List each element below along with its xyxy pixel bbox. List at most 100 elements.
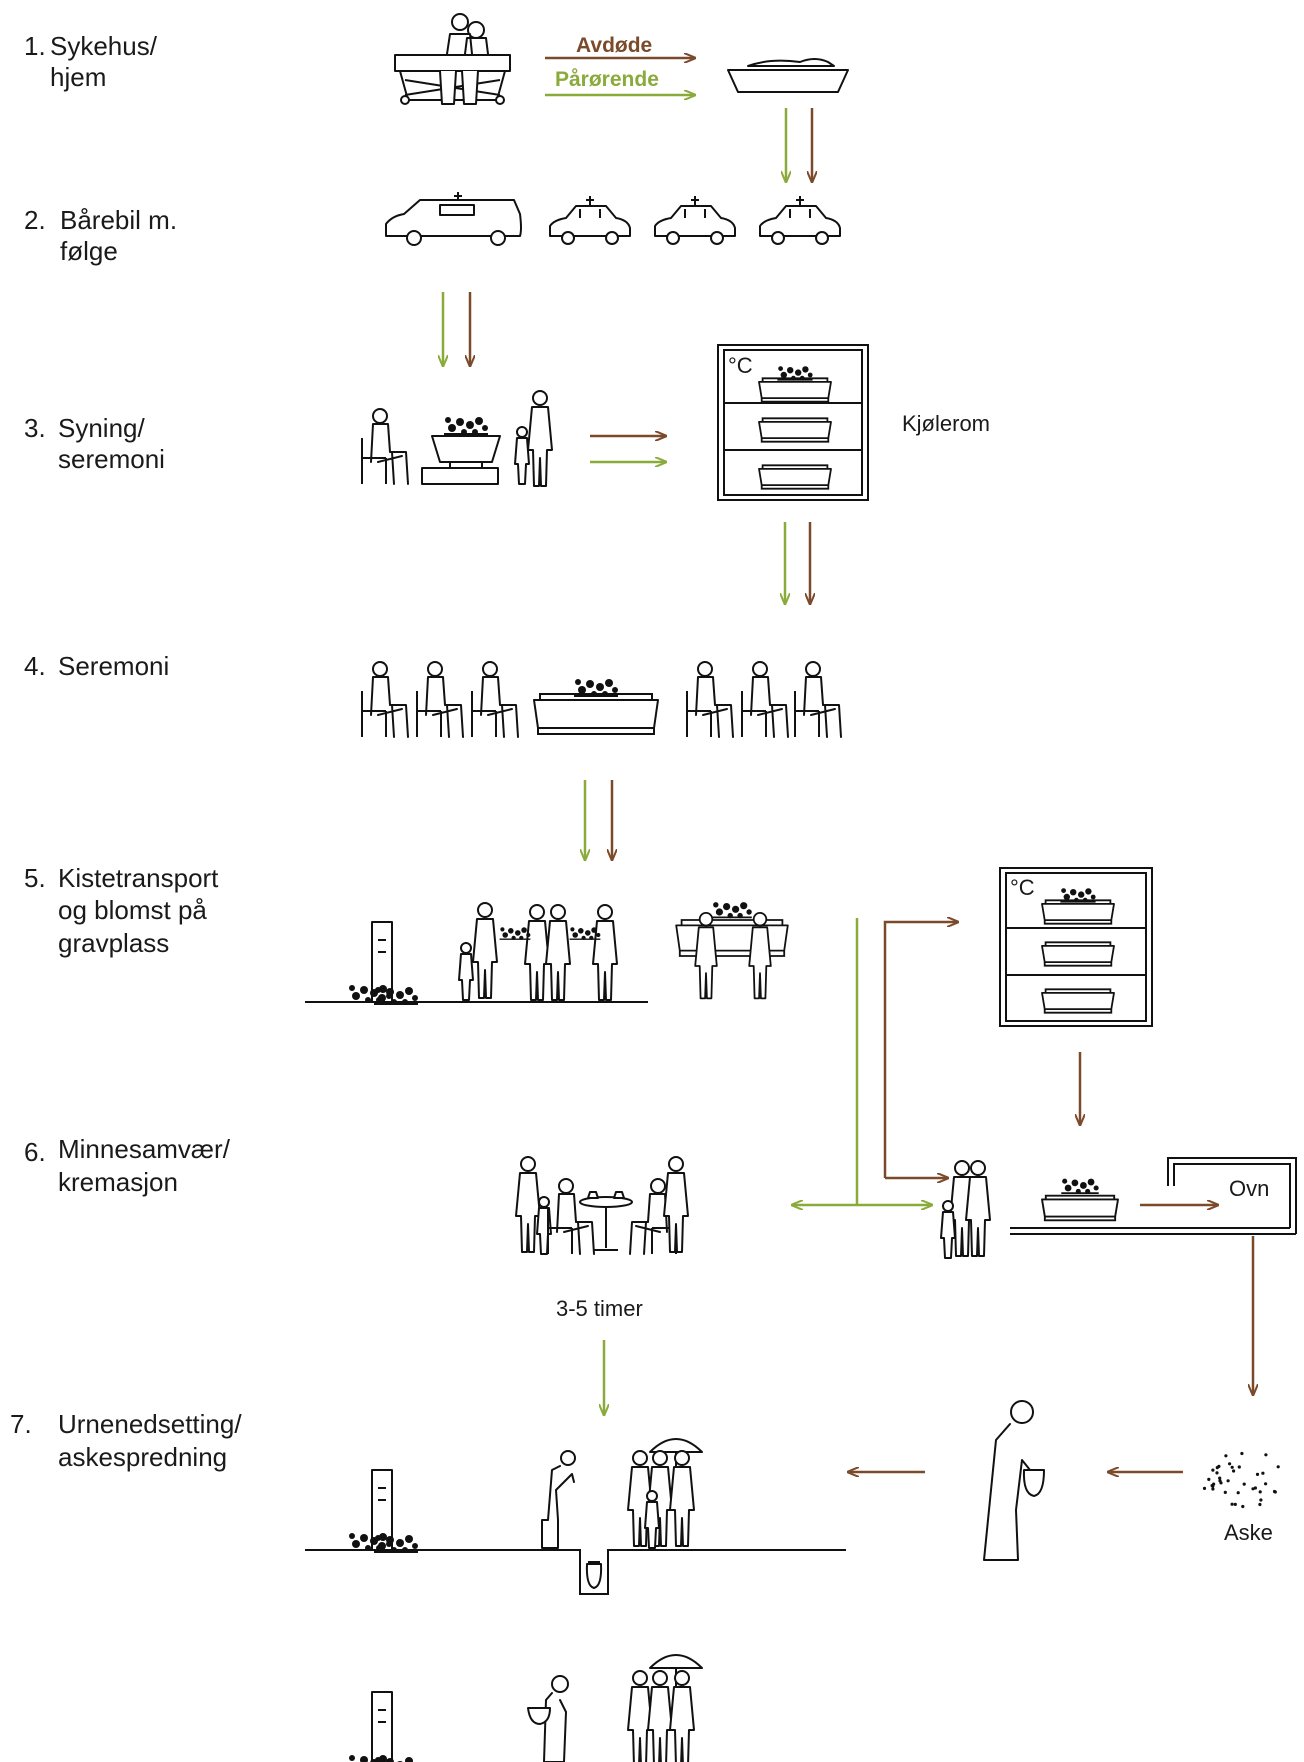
- ash-dot: [1212, 1482, 1216, 1486]
- ash-dot: [1240, 1451, 1244, 1456]
- ash-dots-icon: [1202, 1451, 1280, 1509]
- svg-text:6.: 6.: [24, 1137, 46, 1167]
- cooling-rack-icon: °C: [717, 344, 869, 501]
- svg-text:Sykehus/: Sykehus/: [50, 31, 158, 61]
- svg-text:askespredning: askespredning: [58, 1442, 227, 1472]
- oven-icon: Ovn: [1167, 1157, 1297, 1234]
- step-label-3: 3. Syning/ seremoni: [24, 413, 165, 474]
- seated-person-icon: [361, 408, 409, 485]
- svg-text:1.: 1.: [24, 31, 46, 61]
- standing-person-icon: [592, 904, 618, 1001]
- ash-dot: [1223, 1490, 1227, 1494]
- seated-person-icon: [794, 661, 842, 738]
- urn-bearer-icon: [983, 1400, 1045, 1561]
- ash-dot: [1237, 1465, 1241, 1469]
- ash-dot: [1217, 1464, 1221, 1468]
- ash-dot: [1215, 1471, 1219, 1475]
- standing-person-icon: [669, 1670, 695, 1762]
- svg-text:og blomst på: og blomst på: [58, 895, 207, 925]
- umbrella-icon: [649, 1654, 703, 1688]
- ground-line: [305, 1549, 846, 1595]
- step-label-4: 4. Seremoni: [24, 651, 169, 681]
- ash-dot: [1276, 1465, 1280, 1469]
- svg-text:Avdøde: Avdøde: [576, 34, 652, 57]
- svg-text:kremasjon: kremasjon: [58, 1167, 178, 1197]
- svg-text:Minnesamvær/: Minnesamvær/: [58, 1134, 231, 1164]
- car-icon: [759, 195, 841, 245]
- cold-room-label: Kjølerom: [902, 411, 990, 436]
- standing-person-icon: [663, 1156, 689, 1253]
- hearse-icon: [385, 192, 522, 246]
- legend-deceased: Avdøde: [545, 34, 695, 58]
- flower-icon: [498, 926, 532, 941]
- ash-dot: [1226, 1479, 1230, 1483]
- ash-dot: [1211, 1468, 1215, 1472]
- standing-person-icon: [669, 1450, 695, 1547]
- arrow-deceased: [883, 922, 958, 1178]
- coffin-bearers-icon: [675, 901, 789, 1000]
- standing-person-icon: [965, 1160, 991, 1257]
- gravestone-icon: [348, 1470, 418, 1553]
- seated-person-icon: [416, 661, 464, 738]
- standing-person-icon: [472, 902, 498, 999]
- ash-dot: [1207, 1477, 1211, 1481]
- svg-text:Kistetransport: Kistetransport: [58, 863, 219, 893]
- viewing-coffin-icon: [421, 416, 501, 485]
- ash-dot: [1232, 1469, 1236, 1473]
- ash-dot: [1264, 1453, 1268, 1457]
- svg-text:seremoni: seremoni: [58, 444, 165, 474]
- svg-text:Urnenedsetting/: Urnenedsetting/: [58, 1409, 242, 1439]
- seated-person-icon: [361, 661, 409, 738]
- svg-text:Seremoni: Seremoni: [58, 651, 169, 681]
- svg-text:Bårebil m.: Bårebil m.: [60, 205, 177, 235]
- standing-person-icon: [515, 1156, 541, 1253]
- stretcher-icon: [727, 58, 849, 93]
- step-label-5: 5. Kistetransport og blomst på gravplass: [24, 863, 219, 958]
- ash-dot: [1273, 1490, 1277, 1494]
- cremation-coffin-icon: [1041, 1177, 1119, 1222]
- svg-text:°C: °C: [728, 353, 753, 378]
- legend-relatives: Pårørende: [545, 68, 695, 95]
- svg-text:°C: °C: [1010, 875, 1035, 900]
- svg-text:Pårørende: Pårørende: [555, 68, 659, 91]
- ash-dot: [1218, 1476, 1222, 1480]
- svg-text:4.: 4.: [24, 651, 46, 681]
- step-label-2: 2. Bårebil m. følge: [24, 205, 177, 266]
- standing-person-icon: [527, 390, 553, 487]
- ash-dot: [1258, 1490, 1262, 1494]
- step-label-1: 1. Sykehus/ hjem: [24, 31, 158, 92]
- svg-text:følge: følge: [60, 236, 118, 266]
- duration-label: 3-5 timer: [556, 1296, 643, 1321]
- ash-dot: [1230, 1502, 1234, 1506]
- svg-text:7.: 7.: [10, 1409, 32, 1439]
- oven-base-line: [1010, 1227, 1296, 1235]
- step-label-6: 6. Minnesamvær/ kremasjon: [24, 1134, 231, 1197]
- child-icon: [514, 426, 530, 485]
- seated-person-icon: [686, 661, 734, 738]
- svg-text:Ovn: Ovn: [1229, 1176, 1269, 1201]
- hospital-bed-icon: [394, 13, 511, 105]
- gravestone-icon: [348, 1692, 418, 1762]
- standing-person-icon: [524, 904, 550, 1001]
- ash-dot: [1251, 1487, 1255, 1491]
- standing-person-icon: [545, 904, 571, 1001]
- ash-dot: [1218, 1479, 1222, 1483]
- svg-text:3.: 3.: [24, 413, 46, 443]
- ash-dot: [1258, 1502, 1262, 1507]
- ash-dot: [1241, 1504, 1245, 1509]
- gravestone-icon: [348, 922, 418, 1005]
- seated-person-icon: [741, 661, 789, 738]
- urn-icon: [585, 1561, 603, 1589]
- svg-text:gravplass: gravplass: [58, 928, 169, 958]
- ash-dot: [1259, 1498, 1263, 1502]
- ash-dot: [1253, 1486, 1257, 1490]
- coffin-icon: [533, 693, 659, 735]
- ash-dot: [1236, 1491, 1240, 1495]
- ash-dot: [1255, 1472, 1260, 1476]
- seated-person-icon: [547, 1178, 595, 1255]
- svg-text:Syning/: Syning/: [58, 413, 145, 443]
- svg-text:hjem: hjem: [50, 62, 106, 92]
- ash-dot: [1230, 1465, 1234, 1469]
- ash-dot: [1202, 1486, 1207, 1490]
